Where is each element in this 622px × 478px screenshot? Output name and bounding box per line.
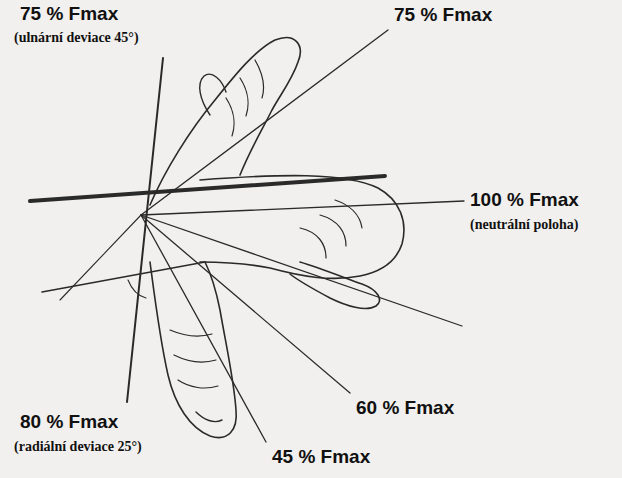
- force-label: 75 % Fmax: [394, 4, 492, 26]
- position-note: (ulnární deviace 45°): [14, 30, 139, 46]
- force-label: 100 % Fmax: [470, 189, 579, 211]
- hand-neutral-thumb: [290, 262, 380, 308]
- angle-ray: [141, 201, 464, 215]
- hand-radial: [150, 262, 236, 438]
- hand-radial-thumb: [196, 412, 222, 422]
- angle-ray: [141, 215, 350, 393]
- hand-ulnar-thumb: [200, 74, 226, 115]
- force-label: 75 % Fmax: [20, 3, 118, 25]
- angle-ray: [60, 215, 141, 300]
- angle-arc: [128, 280, 146, 298]
- wrist-axis: [127, 58, 163, 402]
- force-label: 80 % Fmax: [20, 411, 118, 433]
- force-label: 45 % Fmax: [272, 446, 370, 468]
- angle-ray: [141, 215, 462, 326]
- angle-ray: [141, 30, 388, 215]
- position-note: (neutrální poloha): [470, 217, 579, 233]
- hand-ulnar-finger: [226, 60, 264, 136]
- hand-neutral-finger: [300, 200, 362, 258]
- position-note: (radiální deviace 25°): [14, 439, 142, 455]
- hand-radial-finger: [170, 330, 218, 388]
- hand-ulnar: [150, 38, 300, 205]
- force-label: 60 % Fmax: [356, 397, 454, 419]
- angle-ray: [141, 215, 266, 442]
